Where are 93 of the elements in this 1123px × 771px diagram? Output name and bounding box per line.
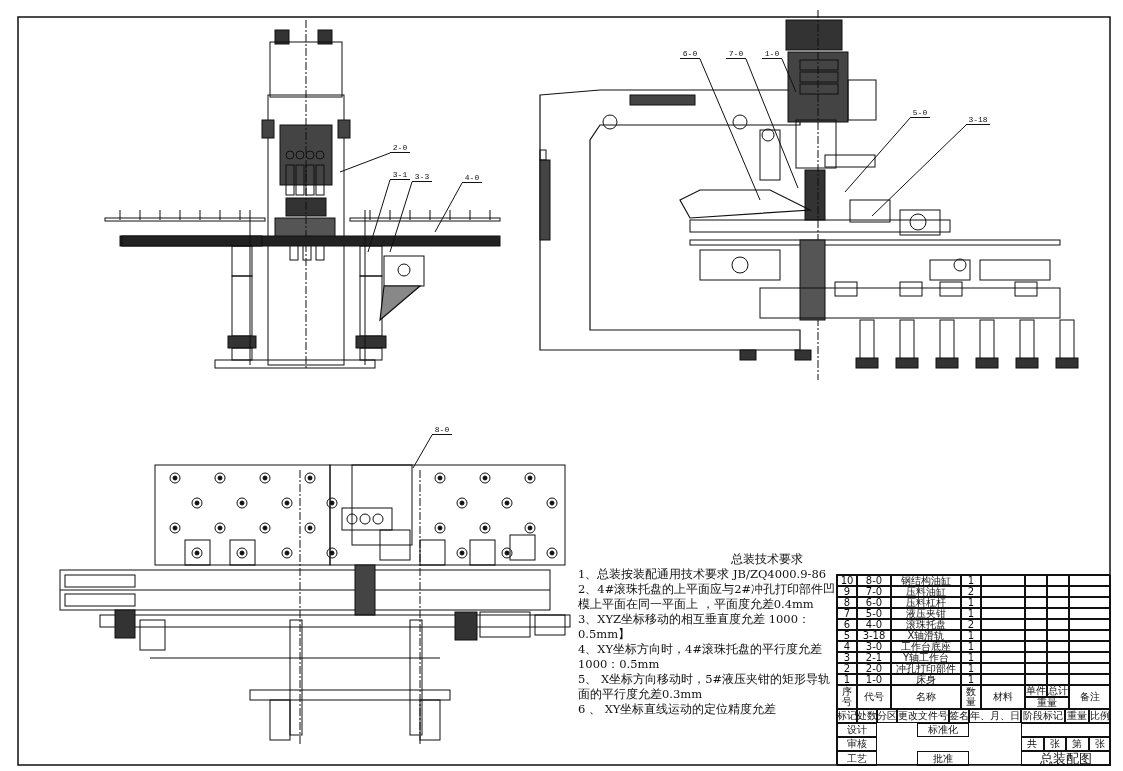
title-block-cell: 重量 — [1065, 709, 1089, 723]
title-block-cell: 比例 — [1089, 709, 1111, 723]
leader-line — [434, 182, 463, 233]
table-cell: 冲孔打印部件 — [891, 663, 961, 674]
table-cell: 2 — [961, 586, 981, 597]
title-block-cell: 签名 — [949, 709, 969, 723]
callout-number: 3-3 — [412, 172, 432, 182]
title-block-cell: 工艺 — [837, 751, 877, 766]
table-cell: 1 — [961, 575, 981, 586]
table-cell: 1-0 — [857, 674, 891, 685]
table-cell: 2 — [961, 619, 981, 630]
technical-note: 6 、 XY坐标直线运动的定位精度允差 — [578, 702, 777, 716]
title-block-cell: 分区 — [877, 709, 897, 723]
table-cell: 1 — [961, 641, 981, 652]
table-cell: 1 — [961, 630, 981, 641]
title-block-cell: 标准化 — [917, 723, 969, 737]
leader-line — [339, 152, 391, 173]
table-cell: 3-0 — [857, 641, 891, 652]
callout-number: 6-0 — [680, 49, 700, 59]
table-cell: Y轴工作台 — [891, 652, 961, 663]
leader-line — [412, 434, 433, 469]
technical-note: 3、XYZ坐标移动的相互垂直度允差 1000：0.5mm】 — [578, 612, 810, 641]
table-cell: 3-18 — [857, 630, 891, 641]
technical-note: 4、XY坐标方向时，4#滚珠托盘的平行度允差1000：0.5mm — [578, 642, 823, 671]
callout-number: 8-0 — [432, 425, 452, 435]
notes-heading: 总装技术要求 — [731, 552, 803, 566]
table-cell: 7-0 — [857, 586, 891, 597]
table-header: 重量 — [1025, 697, 1069, 709]
title-block-cell: 批准 — [917, 751, 969, 766]
table-cell: 2 — [837, 663, 857, 674]
table-cell: 1 — [961, 663, 981, 674]
table-header: 总计 — [1047, 685, 1069, 697]
table-header: 名称 — [891, 685, 961, 709]
table-cell: 10 — [837, 575, 857, 586]
technical-note: 5、 X坐标方向移动时，5#液压夹钳的矩形导轨面的平行度允差0.3mm — [578, 672, 831, 701]
leader-line — [699, 58, 761, 201]
callout-number: 2-0 — [390, 143, 410, 153]
title-block-cell: 第 — [1066, 737, 1089, 751]
leader-line — [844, 117, 911, 193]
table-cell: 5 — [837, 630, 857, 641]
technical-note: 2、4#滚珠托盘的上平面应与2#冲孔打印部件凹模上平面在同一平面上 ，平面度允差0.4mm — [578, 582, 836, 611]
title-block-cell: 阶段标记 — [1021, 709, 1065, 723]
table-cell: 1 — [961, 652, 981, 663]
title-block-cell: 共 — [1021, 737, 1044, 751]
table-cell: 床身 — [891, 674, 961, 685]
table-cell: 5-0 — [857, 608, 891, 619]
table-cell: 1 — [961, 597, 981, 608]
table-cell: 1 — [961, 608, 981, 619]
table-cell: 8 — [837, 597, 857, 608]
table-cell: 2-0 — [857, 663, 891, 674]
table-cell: 4 — [837, 641, 857, 652]
leader-line — [367, 179, 391, 253]
table-cell: 8-0 — [857, 575, 891, 586]
table-header: 数量 — [961, 685, 981, 709]
leader-line — [871, 124, 967, 217]
technical-note: 1、总装按装配通用技术要求 JB/ZQ4000.9-86 — [578, 567, 827, 581]
table-cell: 压料杠杆 — [891, 597, 961, 608]
title-block-cell: 审核 — [837, 737, 877, 751]
table-cell: 钢结构油缸 — [891, 575, 961, 586]
title-block-cell: 张 — [1088, 737, 1111, 751]
table-header: 备注 — [1069, 685, 1111, 709]
callout-number: 4-0 — [462, 173, 482, 183]
table-cell: 滚珠托盘 — [891, 619, 961, 630]
table-header: 单件 — [1025, 685, 1047, 697]
table-cell: 6 — [837, 619, 857, 630]
table-cell: 9 — [837, 586, 857, 597]
leader-line — [389, 181, 413, 253]
callout-number: 1-0 — [762, 49, 782, 59]
table-header: 代号 — [857, 685, 891, 709]
table-cell: 4-0 — [857, 619, 891, 630]
callout-number: 7-0 — [726, 49, 746, 59]
title-block-cell: 更改文件号 — [897, 709, 949, 723]
title-block-cell: 处数 — [857, 709, 877, 723]
table-cell: 压料油缸 — [891, 586, 961, 597]
leader-line — [781, 58, 797, 93]
callout-number: 3-1 — [390, 170, 410, 180]
table-cell: 2-1 — [857, 652, 891, 663]
title-block-cell: 年、月、日 — [969, 709, 1021, 723]
table-cell: 7 — [837, 608, 857, 619]
title-block-cell: 张 — [1043, 737, 1066, 751]
table-cell: 工作台底座 — [891, 641, 961, 652]
callout-number: 5-0 — [910, 108, 930, 118]
table-header: 序号 — [837, 685, 857, 709]
table-cell: 1 — [837, 674, 857, 685]
table-cell: X轴滑轨 — [891, 630, 961, 641]
table-cell: 3 — [837, 652, 857, 663]
table-cell: 液压夹钳 — [891, 608, 961, 619]
table-header: 材料 — [981, 685, 1025, 709]
table-cell: 1 — [961, 674, 981, 685]
title-block-cell: 设计 — [837, 723, 877, 737]
leader-line — [745, 58, 799, 189]
table-cell: 6-0 — [857, 597, 891, 608]
callout-number: 3-18 — [966, 115, 990, 125]
